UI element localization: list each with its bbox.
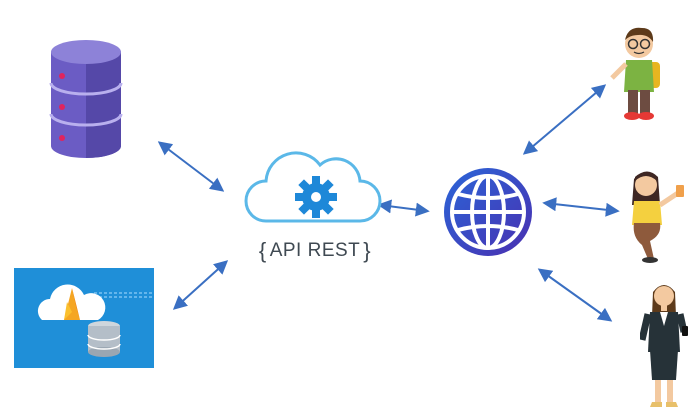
cloud-gear-icon: [244, 151, 382, 223]
student-user-icon: [610, 27, 660, 120]
arrow-api-globe: [377, 199, 430, 217]
api-rest-text: API REST: [269, 240, 361, 261]
arrow-firebase-api: [172, 260, 229, 310]
close-brace: }: [363, 238, 372, 263]
globe-icon: [444, 168, 532, 256]
arrow-globe-user3: [537, 268, 613, 322]
businesswoman-user-icon: [640, 285, 688, 407]
woman-user-icon: [632, 171, 684, 263]
api-rest-label: { API REST }: [255, 236, 375, 266]
database-icon: [49, 40, 123, 158]
open-brace: {: [258, 238, 267, 263]
arrow-globe-user2: [542, 197, 620, 217]
arrow-globe-user1: [522, 84, 607, 155]
firebase-cloud-icon: [14, 268, 154, 368]
arrow-db-api: [157, 141, 225, 192]
